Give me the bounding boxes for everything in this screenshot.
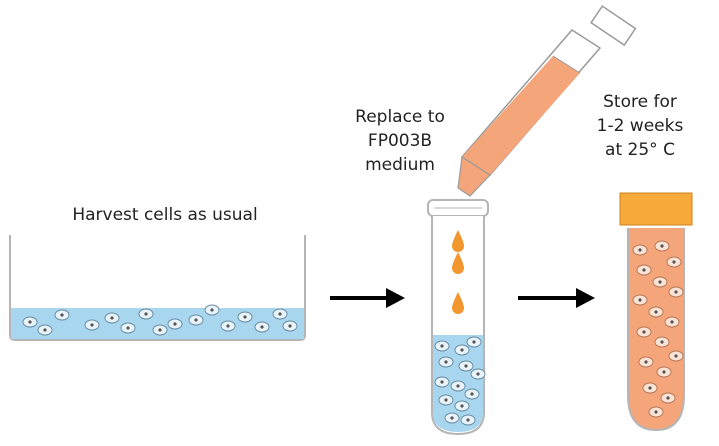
step-replace-line-2: FP003B bbox=[367, 131, 433, 151]
cell-nucleus bbox=[440, 344, 444, 348]
cell-nucleus bbox=[654, 410, 658, 414]
cell-nucleus bbox=[464, 364, 468, 368]
storage-tube-icon bbox=[619, 192, 693, 432]
droplet-icon bbox=[452, 292, 464, 314]
droplet-icon bbox=[452, 252, 464, 274]
cell-nucleus bbox=[194, 318, 198, 322]
cell-nucleus bbox=[456, 384, 460, 388]
cell-nucleus bbox=[674, 354, 678, 358]
step-harvest-label: Harvest cells as usual bbox=[72, 205, 258, 225]
cell-nucleus bbox=[658, 280, 662, 284]
cell-nucleus bbox=[110, 316, 114, 320]
step-replace-label: Replace to FP003B medium bbox=[330, 105, 470, 177]
step-store-line-2: 1-2 weeks bbox=[596, 116, 684, 136]
step-replace-line-3: medium bbox=[365, 155, 435, 175]
centrifuge-tube-icon bbox=[427, 199, 489, 436]
cell-nucleus bbox=[444, 360, 448, 364]
cell-nucleus bbox=[476, 372, 480, 376]
cell-nucleus bbox=[43, 328, 47, 332]
cell-nucleus bbox=[672, 260, 676, 264]
cell-nucleus bbox=[638, 298, 642, 302]
cell-nucleus bbox=[666, 396, 670, 400]
cell-nucleus bbox=[158, 328, 162, 332]
cell-nucleus bbox=[210, 308, 214, 312]
cell-nucleus bbox=[28, 320, 32, 324]
cell-nucleus bbox=[642, 268, 646, 272]
cell-nucleus bbox=[226, 324, 230, 328]
cell-nucleus bbox=[642, 330, 646, 334]
cell-nucleus bbox=[278, 312, 282, 316]
cell-nucleus bbox=[444, 398, 448, 402]
step-store-label: Store for 1-2 weeks at 25° C bbox=[585, 90, 695, 162]
cell-nucleus bbox=[470, 392, 474, 396]
cell-nucleus bbox=[450, 416, 454, 420]
arrow-right-icon bbox=[330, 288, 405, 308]
cell-nucleus bbox=[243, 315, 247, 319]
cell-nucleus bbox=[670, 320, 674, 324]
cell-nucleus bbox=[90, 323, 94, 327]
droplet-icon bbox=[452, 230, 464, 252]
cell-nucleus bbox=[440, 380, 444, 384]
cell-nucleus bbox=[288, 324, 292, 328]
cell-nucleus bbox=[660, 340, 664, 344]
cell-nucleus bbox=[638, 248, 642, 252]
cell-nucleus bbox=[660, 244, 664, 248]
step-replace-line-1: Replace to bbox=[355, 107, 445, 127]
pipette-icon bbox=[457, 5, 637, 197]
cell-nucleus bbox=[60, 313, 64, 317]
cell-nucleus bbox=[654, 310, 658, 314]
step-store-line-1: Store for bbox=[603, 92, 677, 112]
cell-nucleus bbox=[644, 360, 648, 364]
cell-nucleus bbox=[173, 322, 177, 326]
cell-nucleus bbox=[260, 325, 264, 329]
cell-nucleus bbox=[466, 418, 470, 422]
step-store-line-3: at 25° C bbox=[605, 140, 675, 160]
cell-nucleus bbox=[460, 404, 464, 408]
tube-cells bbox=[434, 336, 486, 426]
cell-nucleus bbox=[126, 326, 130, 330]
cell-nucleus bbox=[460, 348, 464, 352]
cell-nucleus bbox=[662, 370, 666, 374]
petri-dish-icon bbox=[9, 235, 306, 341]
arrow-right-icon bbox=[518, 288, 595, 308]
cell-nucleus bbox=[144, 312, 148, 316]
cell-nucleus bbox=[648, 386, 652, 390]
dish-cells bbox=[22, 304, 298, 336]
cell-nucleus bbox=[472, 340, 476, 344]
cell-nucleus bbox=[674, 290, 678, 294]
store-cells bbox=[632, 240, 684, 418]
